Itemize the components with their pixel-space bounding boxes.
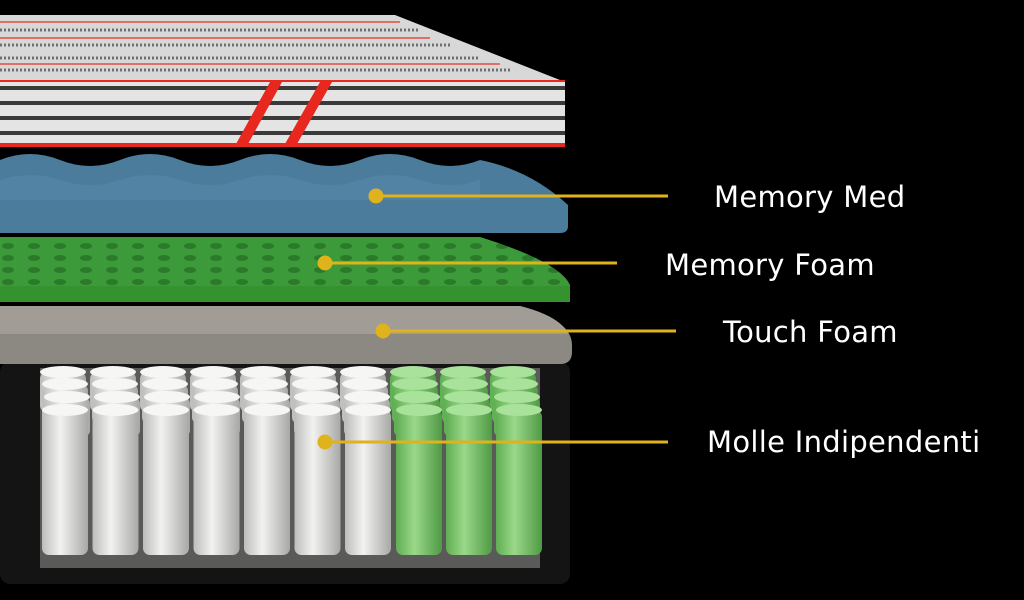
- spring-top: [294, 391, 340, 403]
- spring-white: [143, 410, 189, 555]
- spring-green: [446, 410, 492, 555]
- spring-top: [444, 391, 490, 403]
- memory-med-layer: [0, 154, 568, 233]
- spring-top: [392, 378, 438, 390]
- spring-top: [242, 378, 288, 390]
- spring-top: [496, 404, 542, 416]
- spring-top: [143, 404, 189, 416]
- spring-top: [294, 404, 341, 416]
- spring-white: [345, 410, 391, 555]
- spring-top: [446, 404, 492, 416]
- spring-top: [244, 391, 290, 403]
- spring-top: [492, 378, 538, 390]
- springs-layer: [0, 362, 570, 584]
- spring-top: [340, 366, 386, 378]
- spring-top: [240, 366, 286, 378]
- spring-top: [92, 404, 139, 416]
- label-molle-indipendenti: Molle Indipendenti: [707, 425, 981, 459]
- spring-top: [42, 378, 88, 390]
- memory-foam-layer: [0, 237, 570, 302]
- spring-green: [396, 410, 442, 555]
- spring-top: [144, 391, 190, 403]
- spring-white: [193, 410, 240, 555]
- spring-top: [190, 366, 236, 378]
- spring-white: [92, 410, 139, 555]
- spring-top: [394, 391, 440, 403]
- label-memory-foam: Memory Foam: [665, 248, 875, 282]
- spring-top: [396, 404, 442, 416]
- spring-top: [44, 391, 90, 403]
- cover-layer: [0, 15, 565, 147]
- spring-top: [42, 404, 88, 416]
- spring-top: [292, 378, 338, 390]
- spring-white: [42, 410, 88, 555]
- spring-top: [494, 391, 540, 403]
- leader-lines: [317, 188, 676, 450]
- spring-top: [193, 404, 240, 416]
- spring-white: [294, 410, 341, 555]
- spring-top: [442, 378, 488, 390]
- spring-top: [345, 404, 391, 416]
- spring-green: [496, 410, 542, 555]
- spring-white: [244, 410, 290, 555]
- spring-top: [194, 391, 240, 403]
- spring-top: [390, 366, 436, 378]
- spring-top: [142, 378, 188, 390]
- spring-top: [342, 378, 388, 390]
- spring-top: [344, 391, 390, 403]
- spring-top: [40, 366, 86, 378]
- spring-top: [90, 366, 136, 378]
- touch-foam-layer: [0, 306, 572, 364]
- spring-top: [94, 391, 140, 403]
- spring-top: [490, 366, 536, 378]
- spring-top: [192, 378, 238, 390]
- spring-top: [244, 404, 290, 416]
- spring-top: [440, 366, 486, 378]
- spring-top: [140, 366, 186, 378]
- spring-top: [290, 366, 336, 378]
- spring-top: [92, 378, 138, 390]
- label-touch-foam: Touch Foam: [723, 315, 898, 349]
- label-memory-med: Memory Med: [714, 180, 906, 214]
